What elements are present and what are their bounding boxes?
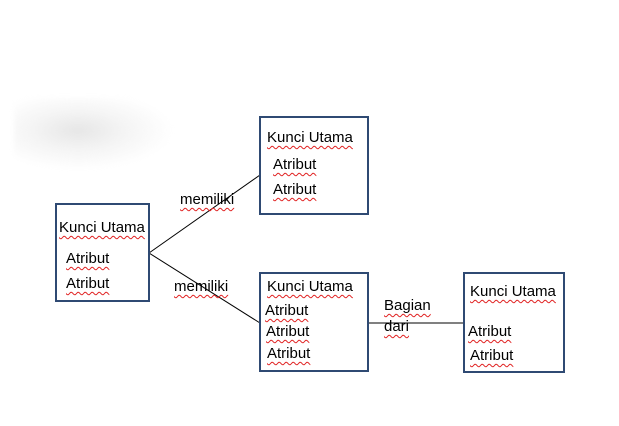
relation-label-dari: dari <box>384 318 410 335</box>
entity-1-attribute-2: Atribut <box>66 275 110 292</box>
relation-label-bagian: Bagian <box>384 297 431 314</box>
entity-3-primary-key: Kunci Utama <box>267 278 353 295</box>
entity-box-1[interactable] <box>55 203 150 302</box>
background-smudge <box>14 98 174 170</box>
entity-2-attribute-1: Atribut <box>273 156 317 173</box>
entity-box-2[interactable] <box>259 116 369 215</box>
entity-1-primary-key: Kunci Utama <box>59 219 145 236</box>
entity-2-attribute-2: Atribut <box>273 181 317 198</box>
entity-3-attribute-1: Atribut <box>265 302 309 319</box>
entity-4-primary-key: Kunci Utama <box>470 283 556 300</box>
entity-box-3[interactable] <box>259 272 369 372</box>
connector-e1-e3 <box>148 252 261 324</box>
entity-2-primary-key: Kunci Utama <box>267 129 353 146</box>
entity-box-4[interactable] <box>463 272 565 373</box>
entity-4-attribute-1: Atribut <box>468 323 512 340</box>
entity-3-attribute-3: Atribut <box>267 345 311 362</box>
entity-4-attribute-2: Atribut <box>470 347 514 364</box>
entity-1-attribute-1: Atribut <box>66 250 110 267</box>
connector-e1-e2 <box>148 174 261 254</box>
entity-3-attribute-2: Atribut <box>266 323 310 340</box>
relation-label-memiliki-upper: memiliki <box>180 191 235 208</box>
relation-label-memiliki-lower: memiliki <box>174 278 229 295</box>
